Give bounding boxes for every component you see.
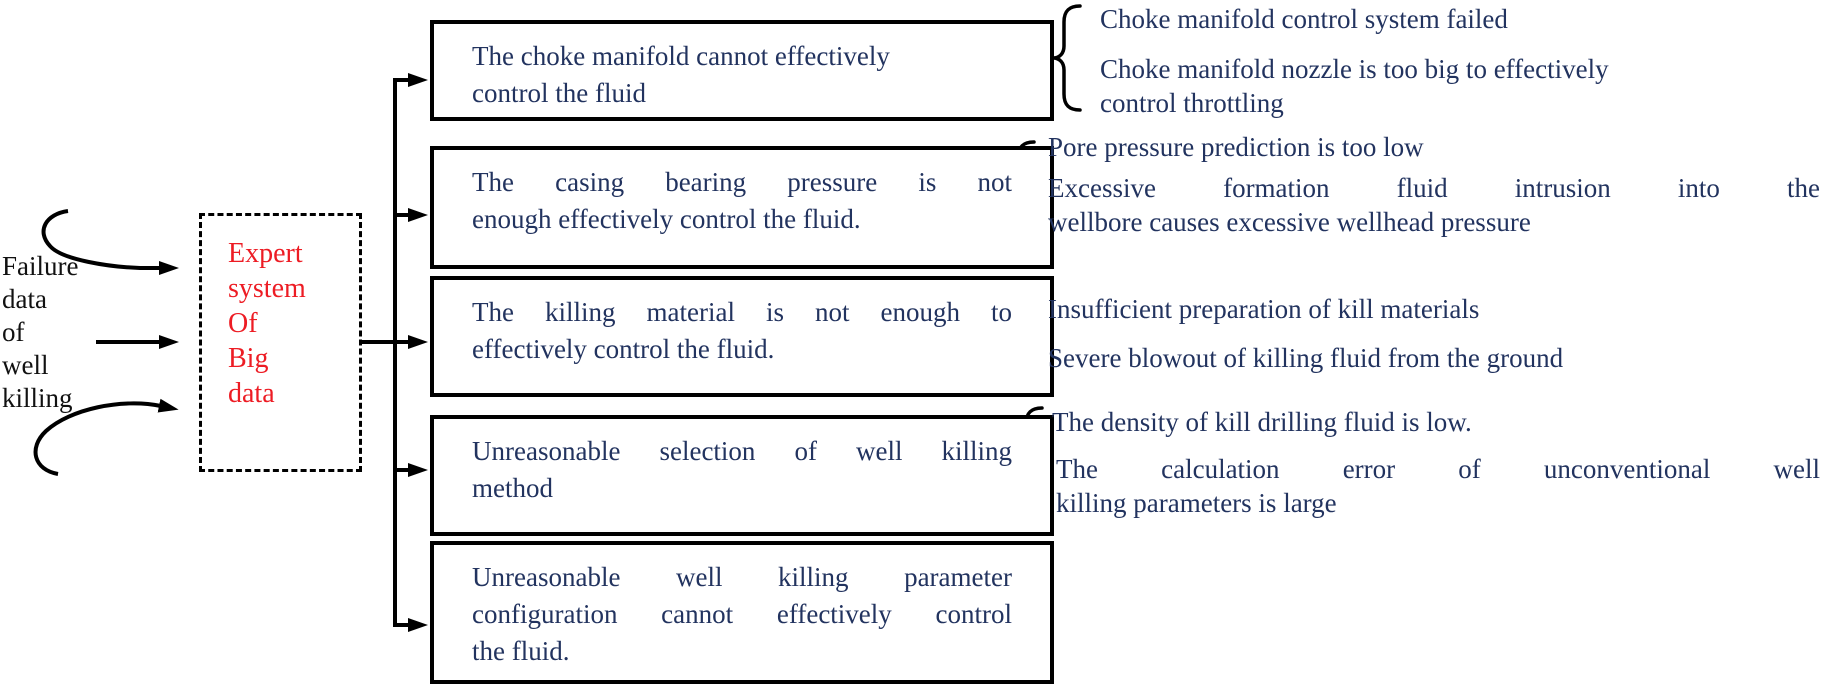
failure-box-choke-manifold: The choke manifold cannot effectively co…: [430, 20, 1054, 121]
cause-line: The calculation error of unconventional …: [1056, 454, 1820, 484]
failure-box-text: configuration cannot effectively control: [472, 599, 1012, 629]
failure-box-text: The casing bearing pressure is not: [472, 167, 1012, 197]
curved-arrow-top-icon: [41, 209, 179, 275]
cause-text: Excessive formation fluid intrusion into…: [1048, 171, 1820, 239]
failure-box-method-selection: Unreasonable selection of well killing m…: [430, 415, 1054, 536]
cause-text: Insufficient preparation of kill materia…: [1048, 292, 1479, 326]
curved-arrow-bottom-icon: [33, 398, 179, 476]
cause-line: Pore pressure prediction is too low: [1048, 132, 1424, 162]
failure-box-text: Unreasonable well killing parameter: [472, 562, 1012, 592]
cause-line: Choke manifold nozzle is too big to effe…: [1100, 54, 1609, 84]
brace-1-icon: [1052, 4, 1082, 112]
expert-system-box: Expert system Of Big data: [199, 213, 362, 472]
cause-line: Choke manifold control system failed: [1100, 4, 1508, 34]
failure-box-casing-pressure: The casing bearing pressure is not enoug…: [430, 146, 1054, 269]
failure-box-text: Unreasonable selection of well killing: [472, 436, 1012, 466]
cause-line: Severe blowout of killing fluid from the…: [1048, 343, 1564, 373]
cause-text: The density of kill drilling fluid is lo…: [1052, 405, 1472, 439]
cause-text: The calculation error of unconventional …: [1056, 452, 1820, 520]
connector-trunk: [393, 78, 410, 627]
cause-line: Excessive formation fluid intrusion into…: [1048, 173, 1820, 203]
failure-box-parameter-configuration: Unreasonable well killing parameter conf…: [430, 541, 1054, 684]
cause-text: Choke manifold control system failed: [1100, 2, 1508, 36]
failure-box-killing-material: The killing material is not enough to ef…: [430, 276, 1054, 397]
failure-box-text: method: [472, 473, 553, 503]
failure-box-text: the fluid.: [472, 636, 570, 666]
failure-box-text: control the fluid: [472, 78, 646, 108]
failure-box-text: enough effectively control the fluid.: [472, 204, 861, 234]
cause-line: killing parameters is large: [1056, 488, 1337, 518]
source-label: Failure data of well killing: [2, 251, 79, 413]
failure-box-text: The killing material is not enough to: [472, 297, 1012, 327]
cause-line: control throttling: [1100, 88, 1284, 118]
cause-text: Choke manifold nozzle is too big to effe…: [1100, 52, 1645, 120]
expert-system-label: Expert system Of Big data: [228, 238, 306, 409]
cause-line: Insufficient preparation of kill materia…: [1048, 294, 1480, 324]
cause-line: The density of kill drilling fluid is lo…: [1052, 407, 1472, 437]
cause-text: Severe blowout of killing fluid from the…: [1048, 341, 1563, 375]
cause-text: Pore pressure prediction is too low: [1048, 130, 1424, 164]
cause-line: wellbore causes excessive wellhead press…: [1048, 207, 1531, 237]
failure-box-text: effectively control the fluid.: [472, 334, 775, 364]
failure-box-text: The choke manifold cannot effectively: [472, 41, 890, 71]
